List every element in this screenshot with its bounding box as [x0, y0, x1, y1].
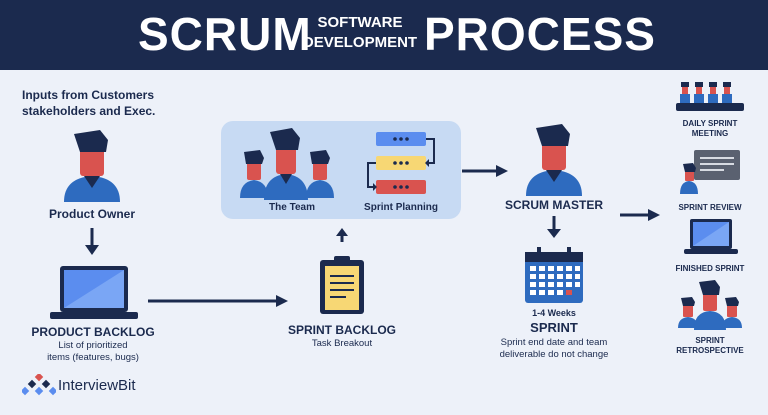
presentation-board-icon: [680, 150, 740, 194]
retrospective-team-icon: [678, 280, 742, 330]
sprint-desc-line1: Sprint end date and team: [500, 337, 608, 348]
retrospective-line1: SPRINT: [695, 336, 725, 345]
arrow-right-icon: [620, 209, 660, 221]
product-backlog-label: PRODUCT BACKLOG: [31, 325, 155, 339]
sprint-planning-icon: [367, 132, 435, 194]
arrow-down-icon: [547, 216, 561, 238]
inputs-line2: stakeholders and Exec.: [22, 104, 156, 118]
title-word-scrum: SCRUM: [138, 8, 312, 60]
interviewbit-logo-icon: [22, 374, 56, 396]
meeting-table-icon: [676, 82, 744, 111]
retrospective-line2: RETROSPECTIVE: [676, 346, 744, 355]
sprint-label: SPRINT: [530, 320, 578, 335]
arrow-down-icon: [85, 228, 99, 255]
product-backlog-desc-line2: items (features, bugs): [47, 352, 139, 363]
arrow-up-icon: [336, 228, 348, 242]
product-owner-label: Product Owner: [48, 207, 135, 221]
daily-meeting-line1: DAILY SPRINT: [682, 119, 738, 128]
scrum-master-label: SCRUM MASTER: [505, 198, 603, 212]
sprint-desc-line2: deliverable do not change: [499, 349, 609, 360]
sprint-duration-label: 1-4 Weeks: [532, 308, 576, 318]
sprint-backlog-desc: Task Breakout: [311, 338, 373, 349]
arrow-right-icon: [462, 165, 508, 177]
title-middle-line2: DEVELOPMENT: [302, 34, 418, 51]
clipboard-icon: [320, 256, 364, 314]
finished-sprint-label: FINISHED SPRINT: [675, 264, 745, 273]
scrum-master-person-icon: [526, 124, 582, 196]
team-people-icon: [240, 128, 334, 200]
calendar-icon: [525, 247, 583, 303]
product-owner-person-icon: [64, 130, 120, 202]
sprint-backlog-label: SPRINT BACKLOG: [288, 323, 396, 337]
daily-meeting-line2: MEETING: [691, 129, 729, 138]
arrow-right-icon: [148, 295, 288, 307]
brand-name: InterviewBit: [58, 377, 136, 394]
the-team-label: The Team: [269, 202, 315, 213]
title-banner: SCRUM SOFTWARE DEVELOPMENT PROCESS: [0, 0, 768, 70]
title-word-process: PROCESS: [424, 8, 656, 60]
finished-laptop-icon: [684, 219, 738, 254]
product-backlog-desc-line1: List of prioritized: [58, 340, 128, 351]
sprint-review-label: SPRINT REVIEW: [678, 203, 742, 212]
laptop-icon: [50, 266, 138, 319]
inputs-line1: Inputs from Customers: [22, 88, 155, 102]
title-middle-line1: SOFTWARE: [317, 14, 403, 31]
sprint-planning-label: Sprint Planning: [364, 202, 438, 213]
